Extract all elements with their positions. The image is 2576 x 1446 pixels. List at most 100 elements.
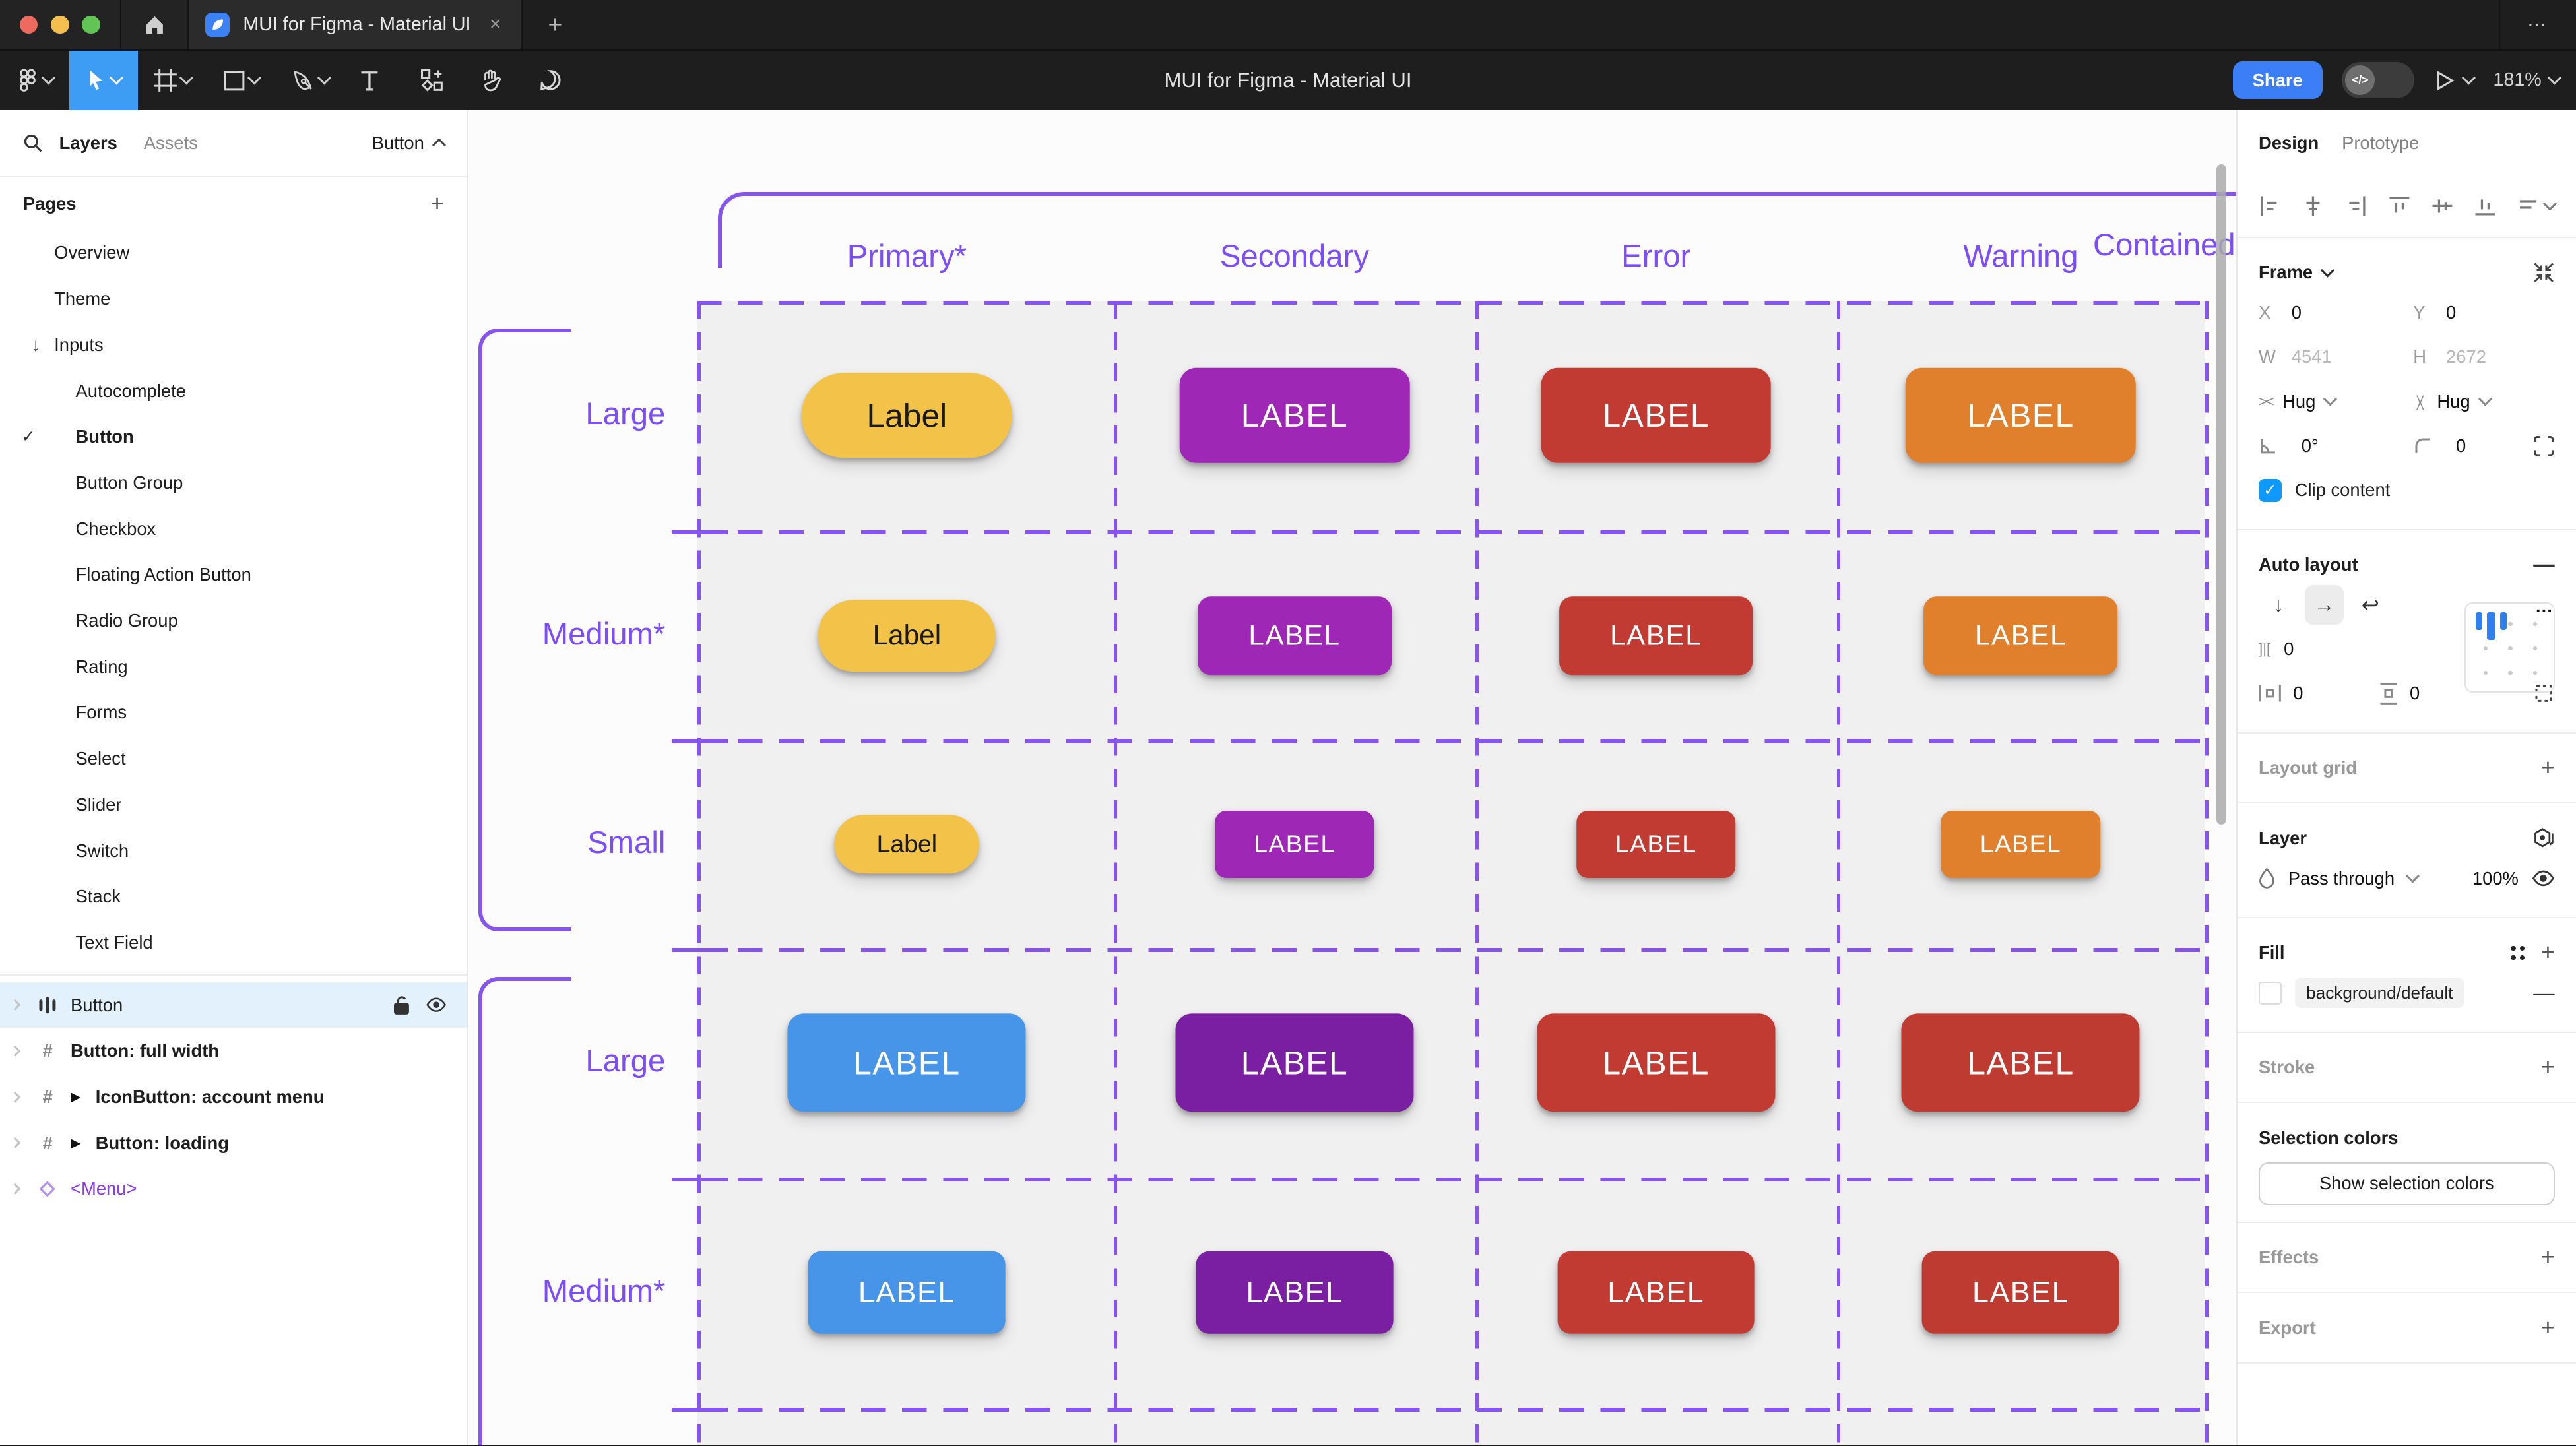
- height-value-field[interactable]: 2672: [2446, 346, 2486, 367]
- blend-mode-dropdown[interactable]: Pass through: [2288, 867, 2395, 889]
- unlock-icon[interactable]: [393, 995, 410, 1015]
- chevron-right-icon[interactable]: [9, 1091, 22, 1103]
- column-header[interactable]: Primary*: [847, 239, 967, 274]
- canvas-button-sample[interactable]: LABEL: [1175, 1013, 1414, 1112]
- auto-layout-more-icon[interactable]: …: [2534, 596, 2555, 617]
- sidebar-page-item[interactable]: Button Group: [0, 460, 467, 506]
- canvas-button-sample[interactable]: Label: [802, 373, 1012, 458]
- layer-row[interactable]: #Button: full width: [0, 1028, 467, 1074]
- show-selection-colors-button[interactable]: Show selection colors: [2258, 1162, 2555, 1205]
- tab-layers[interactable]: Layers: [59, 132, 117, 153]
- text-tool-button[interactable]: [345, 51, 395, 110]
- main-menu-button[interactable]: [0, 51, 69, 110]
- canvas-button-sample[interactable]: LABEL: [808, 1251, 1006, 1334]
- canvas-button-sample[interactable]: LABEL: [1196, 1251, 1394, 1334]
- horizontal-padding-field[interactable]: 0: [2293, 683, 2303, 704]
- shape-tool-button[interactable]: [207, 51, 276, 110]
- sidebar-page-item[interactable]: ↓Inputs: [0, 322, 467, 368]
- auto-layout-alignment-matrix[interactable]: [2464, 602, 2555, 693]
- add-fill-button[interactable]: +: [2541, 939, 2555, 966]
- remove-fill-button[interactable]: —: [2533, 980, 2555, 1005]
- sidebar-page-item[interactable]: Theme: [0, 276, 467, 322]
- chevron-right-icon[interactable]: [9, 1183, 22, 1195]
- comment-tool-button[interactable]: [526, 51, 575, 110]
- canvas-button-sample[interactable]: LABEL: [1198, 596, 1392, 676]
- auto-layout-horizontal-button[interactable]: →: [2304, 585, 2344, 625]
- row-label[interactable]: Small: [587, 825, 666, 860]
- opacity-field[interactable]: 100%: [2472, 867, 2519, 889]
- tab-prototype[interactable]: Prototype: [2342, 132, 2420, 153]
- corner-radius-field[interactable]: 0: [2455, 435, 2466, 456]
- tab-design[interactable]: Design: [2258, 132, 2319, 153]
- present-button[interactable]: [2434, 70, 2476, 91]
- align-horizontal-center-button[interactable]: [2302, 195, 2325, 218]
- visibility-icon[interactable]: [2532, 870, 2555, 887]
- canvas-button-sample[interactable]: LABEL: [1906, 367, 2136, 464]
- canvas-button-sample[interactable]: Label: [818, 599, 996, 672]
- maximize-window-button[interactable]: [82, 15, 100, 34]
- row-label[interactable]: Large: [585, 1044, 666, 1079]
- zoom-level-control[interactable]: 181%: [2494, 69, 2562, 91]
- align-top-button[interactable]: [2388, 195, 2411, 218]
- width-value-field[interactable]: 4541: [2291, 346, 2332, 367]
- sidebar-page-item[interactable]: ✓Button: [0, 414, 467, 460]
- close-window-button[interactable]: [19, 15, 38, 34]
- hand-tool-button[interactable]: [467, 51, 516, 110]
- dev-mode-toggle[interactable]: </>: [2342, 62, 2415, 99]
- home-button[interactable]: [121, 0, 187, 49]
- align-right-button[interactable]: [2344, 195, 2367, 218]
- column-header[interactable]: Error: [1621, 239, 1691, 274]
- sidebar-page-item[interactable]: Floating Action Button: [0, 551, 467, 598]
- y-value-field[interactable]: 0: [2446, 302, 2457, 323]
- row-label[interactable]: Medium*: [542, 1273, 666, 1309]
- canvas-button-sample[interactable]: LABEL: [1215, 810, 1374, 878]
- chevron-right-icon[interactable]: [9, 1045, 22, 1057]
- layer-row[interactable]: #▶IconButton: account menu: [0, 1074, 467, 1120]
- rotation-field[interactable]: 0°: [2301, 435, 2319, 456]
- chevron-right-icon[interactable]: [9, 1137, 22, 1149]
- file-tab[interactable]: MUI for Figma - Material UI ×: [189, 0, 521, 49]
- clip-content-checkbox[interactable]: ✓: [2258, 478, 2282, 502]
- sidebar-page-item[interactable]: Stack: [0, 873, 467, 920]
- canvas-button-sample[interactable]: LABEL: [1922, 1251, 2119, 1334]
- canvas-button-sample[interactable]: LABEL: [1557, 1251, 1755, 1334]
- search-icon[interactable]: [23, 133, 43, 153]
- sidebar-page-item[interactable]: Switch: [0, 828, 467, 874]
- sidebar-page-item[interactable]: Autocomplete: [0, 368, 467, 414]
- sidebar-page-item[interactable]: Checkbox: [0, 506, 467, 552]
- distribute-button[interactable]: [2517, 195, 2557, 218]
- pen-tool-button[interactable]: [276, 51, 345, 110]
- blend-mode-icon[interactable]: [2532, 827, 2555, 850]
- window-menu-icon[interactable]: ⋯: [2500, 0, 2576, 49]
- sidebar-page-item[interactable]: Slider: [0, 782, 467, 828]
- canvas-button-sample[interactable]: LABEL: [1901, 1013, 2140, 1112]
- column-header[interactable]: Warning: [1963, 239, 2078, 274]
- canvas-scrollbar[interactable]: [2216, 164, 2226, 825]
- context-selector[interactable]: Button: [372, 133, 446, 154]
- auto-layout-wrap-button[interactable]: ↩: [2361, 592, 2379, 617]
- add-stroke-button[interactable]: +: [2541, 1054, 2555, 1081]
- row-label[interactable]: Medium*: [542, 616, 666, 652]
- fill-styles-icon[interactable]: [2511, 945, 2525, 960]
- horizontal-sizing-dropdown[interactable]: >< Hug: [2259, 379, 2400, 424]
- move-tool-button[interactable]: [69, 50, 139, 110]
- sidebar-page-item[interactable]: Select: [0, 736, 467, 782]
- x-value-field[interactable]: 0: [2291, 302, 2302, 323]
- gap-field[interactable]: 0: [2284, 639, 2294, 660]
- tab-assets[interactable]: Assets: [143, 132, 198, 153]
- align-left-button[interactable]: [2259, 195, 2282, 218]
- canvas-button-sample[interactable]: LABEL: [1537, 1013, 1776, 1112]
- vertical-padding-field[interactable]: 0: [2410, 683, 2420, 704]
- auto-layout-vertical-button[interactable]: ↓: [2272, 592, 2284, 617]
- vertical-sizing-dropdown[interactable]: >< Hug: [2412, 379, 2554, 424]
- independent-corners-icon[interactable]: [2533, 435, 2554, 456]
- column-header[interactable]: Secondary: [1219, 239, 1369, 274]
- canvas-button-sample[interactable]: LABEL: [1541, 367, 1771, 464]
- canvas-button-sample[interactable]: LABEL: [1179, 367, 1410, 464]
- add-layout-grid-button[interactable]: +: [2541, 755, 2555, 781]
- sidebar-page-item[interactable]: Overview: [0, 230, 467, 276]
- chevron-down-icon[interactable]: [2321, 263, 2335, 278]
- frame-title[interactable]: Contained: [2092, 227, 2236, 263]
- canvas-button-sample[interactable]: LABEL: [787, 1013, 1026, 1112]
